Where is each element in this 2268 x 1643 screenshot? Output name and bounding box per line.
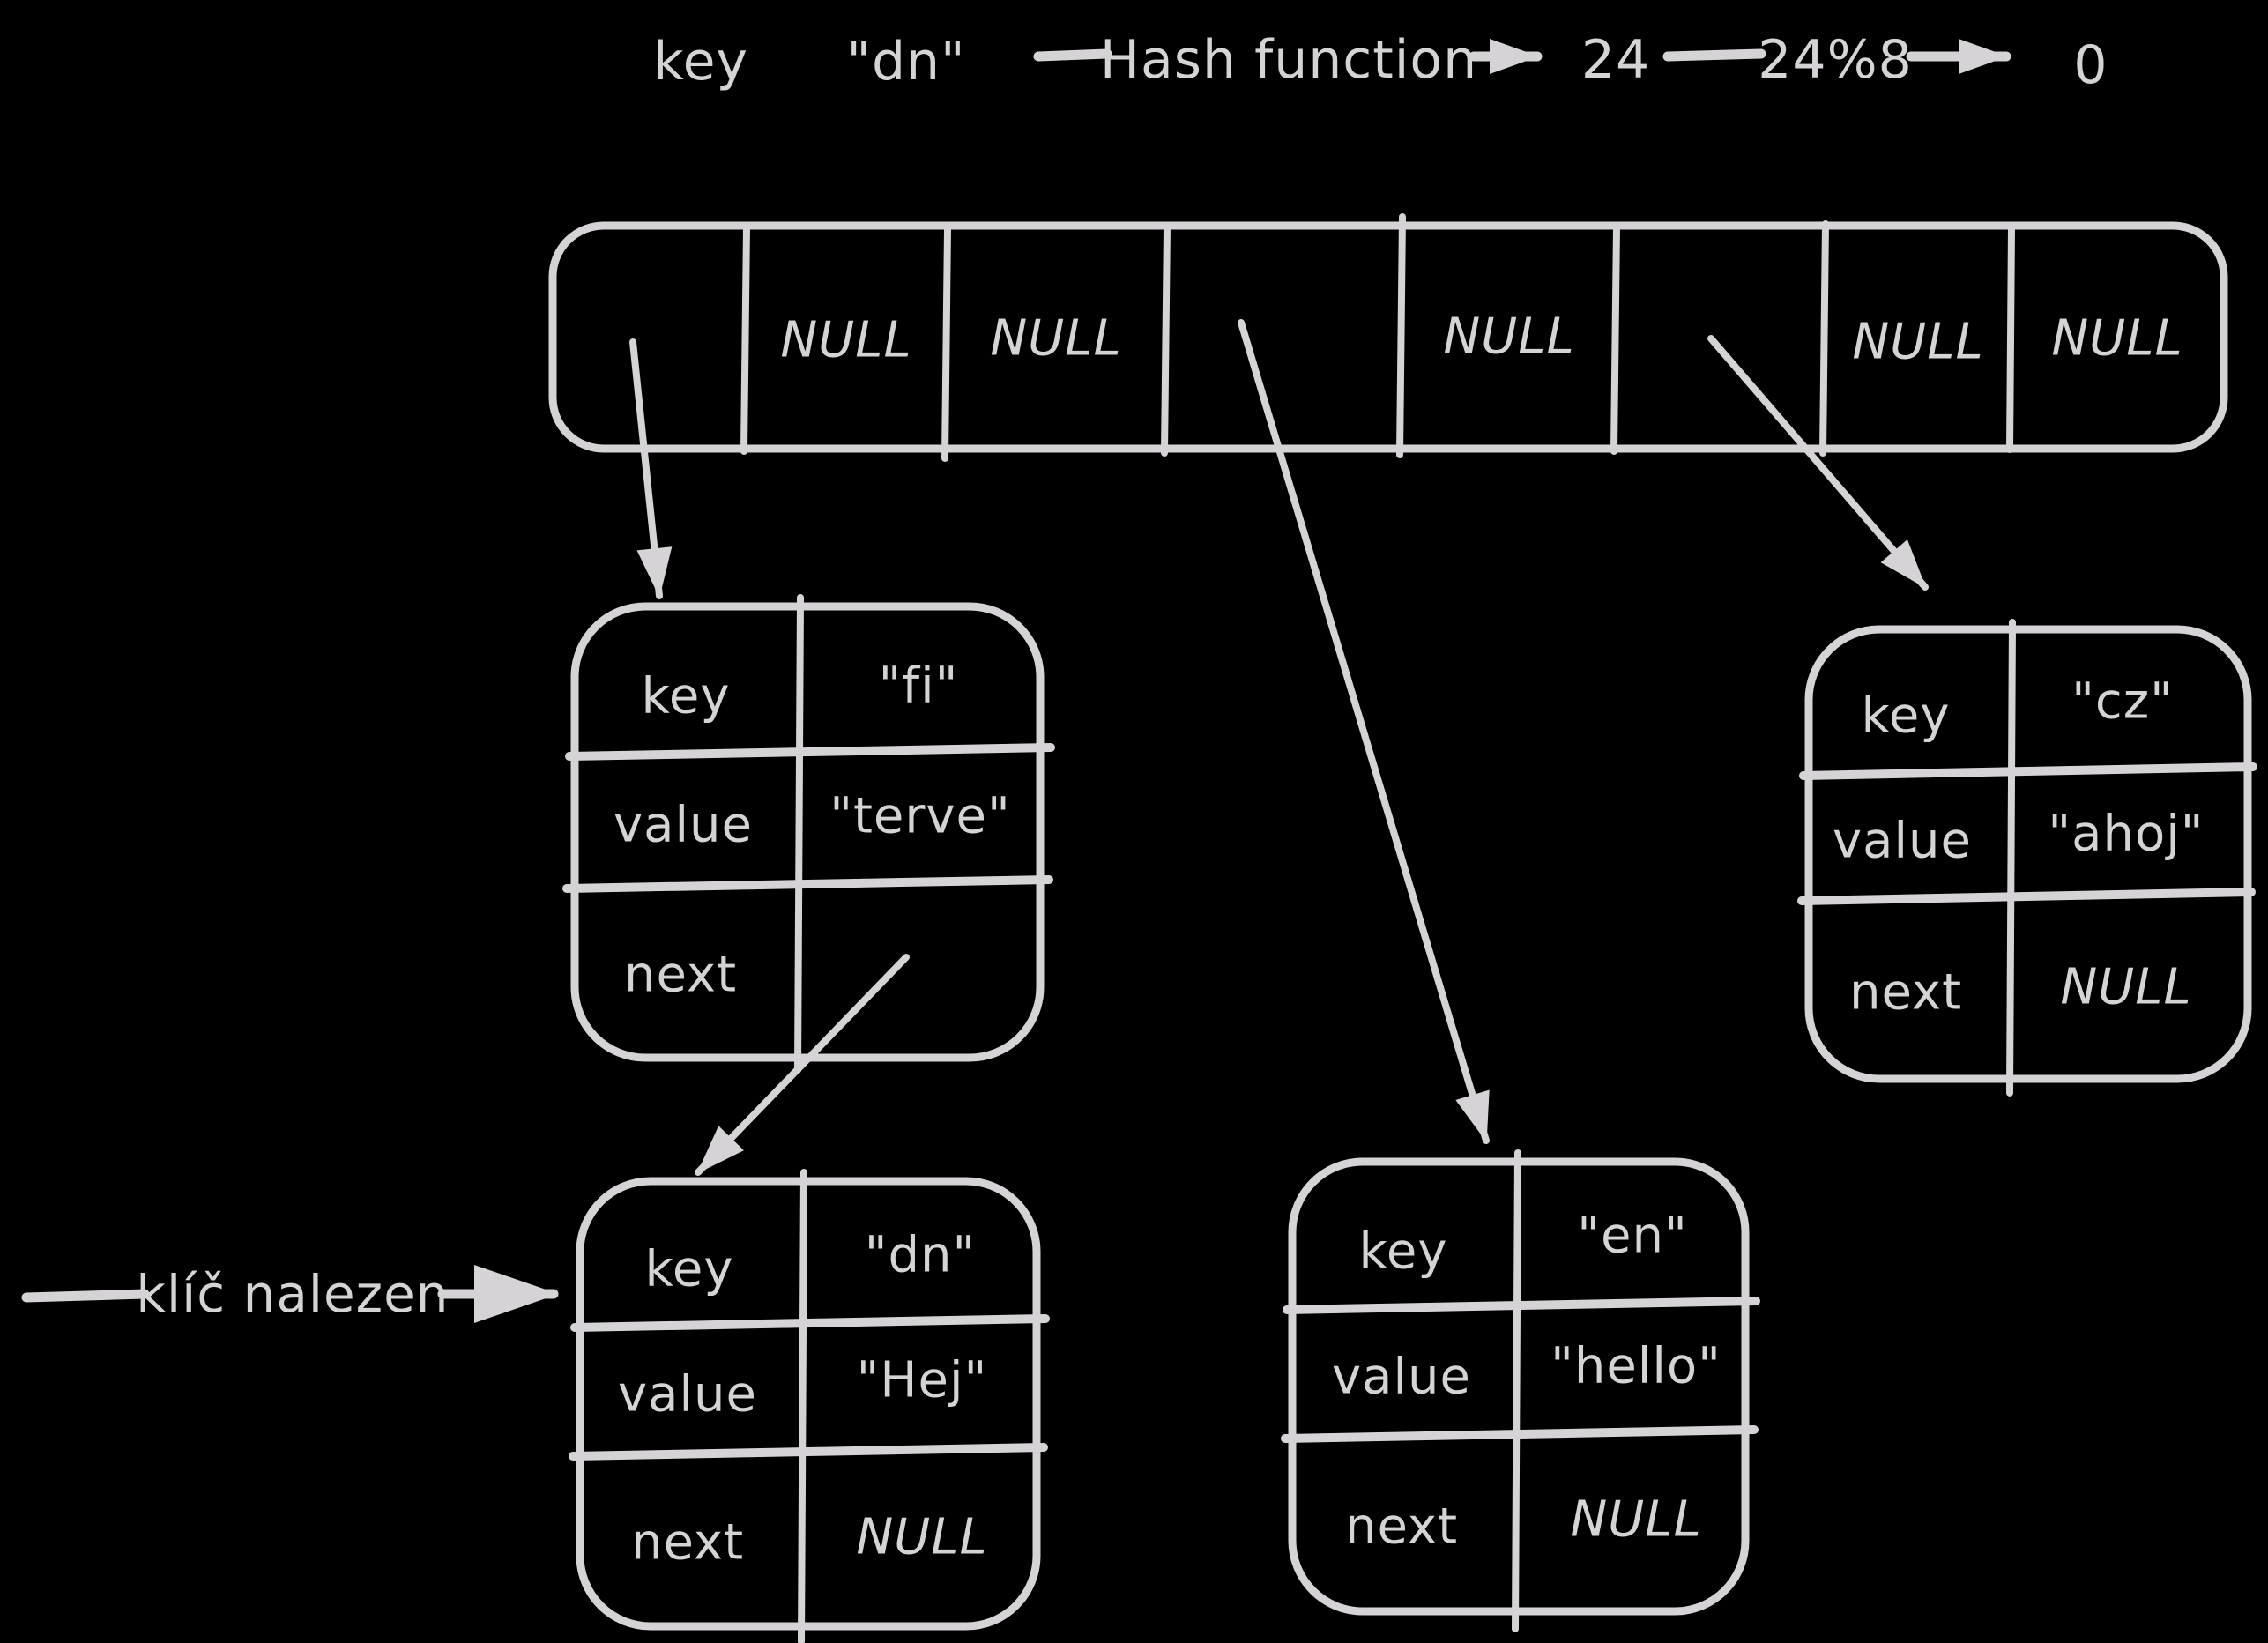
key-found-annotation: klíč nalezen: [21, 1264, 559, 1324]
node-dn-key-label: key: [644, 1241, 733, 1298]
node-cz-next-label: next: [1849, 964, 1962, 1022]
node-fi-value-value: "terve": [829, 788, 1011, 845]
node-dn-key-value: "dn": [865, 1227, 977, 1284]
node-en-next-value: NULL: [1570, 1491, 1701, 1549]
node-en: key "en" value "hello" next NULL: [1281, 1149, 1760, 1632]
node-en-row-divider-1: [1283, 1297, 1760, 1314]
node-fi-outline: [570, 602, 1045, 1062]
node-fi-row-divider-2: [562, 875, 1053, 893]
node-cz-value-value: "ahoj": [2048, 806, 2204, 863]
array-outline: [548, 221, 2228, 453]
array-divider-1: [740, 224, 750, 455]
node-fi-column-divider: [794, 594, 804, 1074]
node-en-value-value: "hello": [1550, 1338, 1721, 1395]
array-divider-4: [1396, 213, 1406, 458]
array-divider-3: [1161, 222, 1171, 457]
pipeline-hash-output: 24: [1581, 29, 1650, 91]
arrow-bucket5-to-node-cz: [1707, 335, 1929, 591]
node-cz-row-divider-2: [1797, 888, 2256, 905]
pipeline-key-label: key: [653, 31, 748, 93]
arrow-bucket0-to-node-fi: [629, 338, 673, 599]
node-cz-outline: [1804, 625, 2252, 1083]
node-en-key-label: key: [1358, 1223, 1447, 1281]
node-en-value-label: value: [1332, 1349, 1471, 1406]
bucket-4-null: NULL: [1443, 309, 1574, 366]
bucket-2-null: NULL: [990, 310, 1121, 368]
node-dn-column-divider: [798, 1169, 807, 1643]
node-cz-column-divider: [2006, 619, 2016, 1097]
node-cz-row-divider-1: [1799, 762, 2257, 780]
arrow-bucket3-to-node-en: [1238, 319, 1490, 1144]
bucket-1-null: NULL: [780, 312, 911, 369]
pipeline-mod-expression: 24%8: [1758, 29, 1913, 91]
annotation-lead-line: [21, 1289, 150, 1303]
node-dn-value-label: value: [618, 1366, 757, 1424]
node-fi-row-divider-1: [565, 743, 1055, 761]
pipeline-bucket-index: 0: [2073, 34, 2108, 96]
array-divider-7: [2006, 224, 2015, 453]
node-dn-outline: [576, 1177, 1041, 1631]
hash-pipeline: key "dn" Hash function 24 24%8 0: [653, 29, 2108, 96]
pipeline-key-value: "dn": [846, 31, 965, 93]
node-en-row-divider-2: [1281, 1425, 1759, 1443]
array-divider-6: [1819, 220, 1829, 457]
node-dn-value-value: "Hej": [857, 1352, 988, 1409]
hash-table-array: NULL NULL NULL NULL NULL: [548, 213, 2228, 462]
node-en-key-value: "en": [1577, 1208, 1687, 1265]
node-cz-value-label: value: [1833, 813, 1972, 870]
node-dn-row-divider-1: [570, 1314, 1050, 1332]
array-divider-2: [941, 226, 951, 462]
arrow-node-fi-next-to-node-dn: [695, 954, 910, 1176]
annotation-text: klíč nalezen: [136, 1264, 449, 1324]
node-en-column-divider: [1512, 1149, 1521, 1632]
bucket-6-null: NULL: [1852, 314, 1983, 371]
node-dn: key "dn" value "Hej" next NULL: [569, 1169, 1050, 1643]
pipeline-connector-line-2: [1662, 48, 1766, 62]
bucket-7-null: NULL: [2051, 310, 2182, 368]
node-dn-next-value: NULL: [856, 1509, 987, 1566]
node-dn-next-label: next: [631, 1514, 744, 1572]
array-divider-5: [1610, 224, 1620, 455]
pipeline-hash-function-label: Hash function: [1100, 29, 1477, 91]
node-fi-value-label: value: [613, 797, 753, 854]
node-cz-key-value: "cz": [2071, 673, 2174, 731]
node-fi-key-label: key: [641, 668, 730, 725]
node-fi: key "fi" value "terve" next: [562, 594, 1055, 1074]
pointer-arrows: [629, 319, 1929, 1176]
node-cz-key-label: key: [1861, 688, 1950, 745]
node-dn-row-divider-2: [569, 1443, 1048, 1461]
node-en-next-label: next: [1345, 1498, 1458, 1556]
node-cz: key "cz" value "ahoj" next NULL: [1797, 619, 2257, 1097]
node-fi-key-value: "fi": [879, 658, 959, 715]
pipeline-connector-line-1: [1033, 48, 1112, 62]
node-fi-next-label: next: [624, 947, 737, 1004]
node-cz-next-value: NULL: [2060, 959, 2191, 1016]
